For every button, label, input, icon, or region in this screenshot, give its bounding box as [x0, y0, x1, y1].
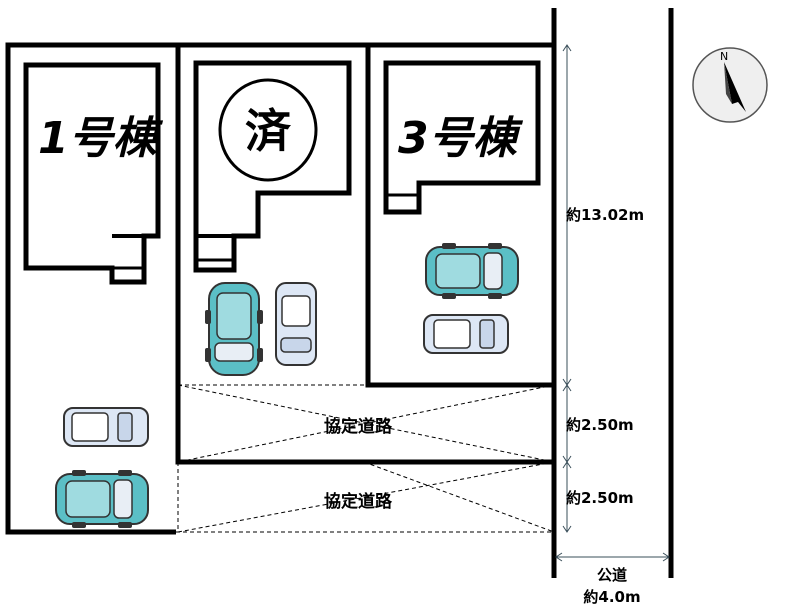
road-upper-width-label: 約2.50m: [566, 416, 634, 434]
compass-north-label: N: [720, 50, 728, 63]
private-road-lower: [176, 461, 555, 533]
depth-label: 約13.02m: [566, 206, 644, 224]
compass: N: [692, 47, 768, 123]
car-lot1-white: [63, 407, 149, 447]
lot1-label: 1号棟: [38, 113, 164, 164]
car-lot3-teal: [425, 243, 519, 299]
lot3-label: 3号棟: [398, 113, 524, 164]
private-road-upper-label: 協定道路: [324, 416, 393, 437]
dimension-road-lower: [562, 461, 572, 533]
sold-circle: [218, 78, 318, 182]
car-lot2-teal: [205, 282, 263, 376]
lot1-building: [23, 62, 161, 285]
car-lot1-teal: [55, 470, 149, 528]
car-lot2-white: [275, 282, 317, 366]
lot1-boundary: [5, 42, 554, 535]
lot2-building: [193, 60, 352, 273]
public-road-name-label: 公道: [597, 566, 627, 584]
sold-label: 済: [245, 104, 292, 158]
public-road-width-label: 約4.0m: [583, 588, 640, 606]
dimension-public-road: [555, 552, 670, 562]
private-road-upper: [177, 384, 555, 463]
car-lot3-white: [423, 314, 509, 354]
compass-arrow-icon: [724, 62, 746, 112]
private-road-lower-label: 協定道路: [324, 491, 393, 512]
road-lower-width-label: 約2.50m: [566, 489, 634, 507]
lot3-building: [383, 60, 541, 215]
